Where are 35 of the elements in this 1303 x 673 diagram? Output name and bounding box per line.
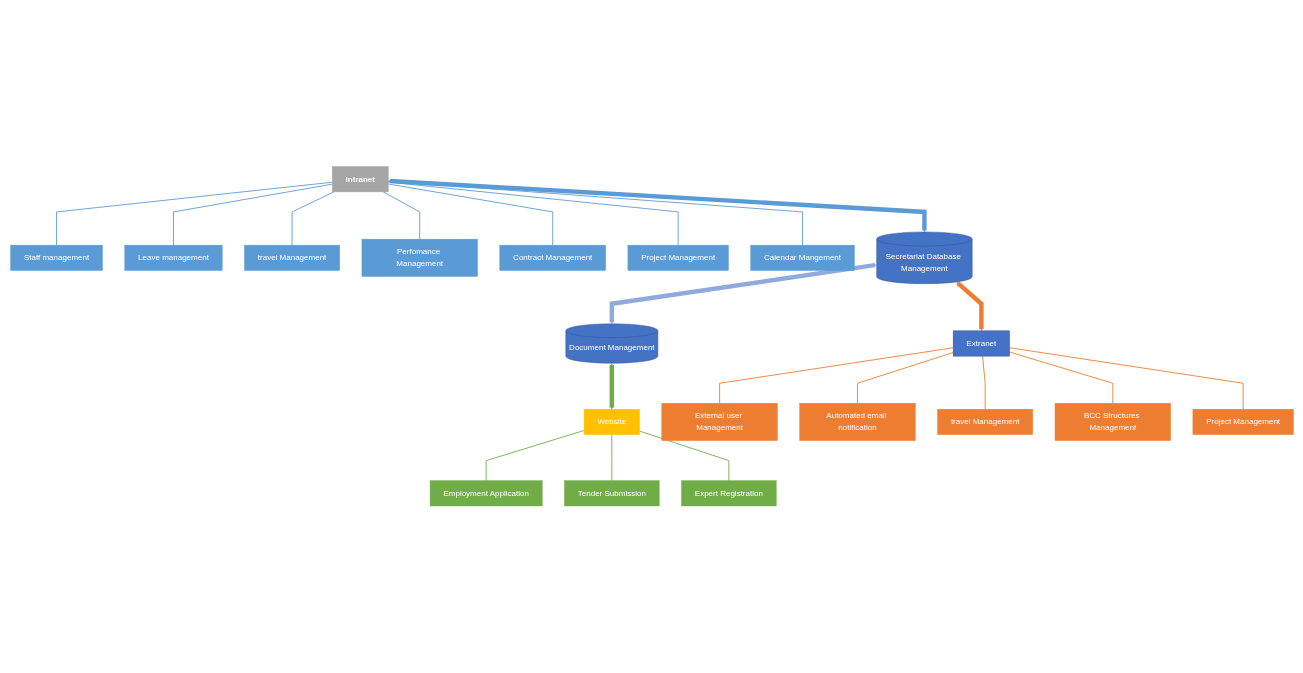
node-box: Employment Application: [429, 480, 542, 507]
arrow: [609, 263, 877, 325]
node-box: travel Management: [243, 245, 340, 271]
arrow: [955, 281, 984, 332]
connector: [387, 181, 679, 246]
connector: [1008, 351, 1113, 404]
node-box: Project Management: [1192, 409, 1294, 436]
connector: [1008, 347, 1244, 410]
node-box: Calendar Mangement: [750, 245, 855, 271]
node-box: BCC Structures Management: [1054, 403, 1171, 442]
node-box: Intranet: [331, 166, 389, 193]
node-box: Project Management: [627, 245, 729, 271]
connector: [718, 347, 954, 404]
connector: [856, 352, 954, 404]
node-box: travel Management: [936, 409, 1033, 436]
arrow: [387, 178, 927, 233]
node-box: Perfomance Management: [361, 239, 478, 277]
node-box: Expert Registration: [680, 480, 776, 507]
connector: [981, 355, 986, 410]
node-box: Website: [583, 409, 640, 436]
node-box: Tender Submission: [563, 480, 659, 507]
node-box: Leave management: [124, 245, 222, 271]
arrow: [609, 363, 614, 410]
connector: [485, 430, 585, 482]
node-box: External user Management: [661, 403, 778, 442]
connector: [387, 181, 803, 246]
connector: [638, 430, 729, 482]
connector: [55, 182, 333, 246]
connector: [610, 434, 612, 482]
node-box: Automated email notification: [798, 403, 916, 442]
connector: [387, 183, 553, 246]
node-box: Staff management: [9, 245, 103, 271]
connector: [172, 183, 333, 246]
node-box: Extranet: [952, 330, 1010, 357]
node-box: Contract Management: [499, 245, 606, 271]
